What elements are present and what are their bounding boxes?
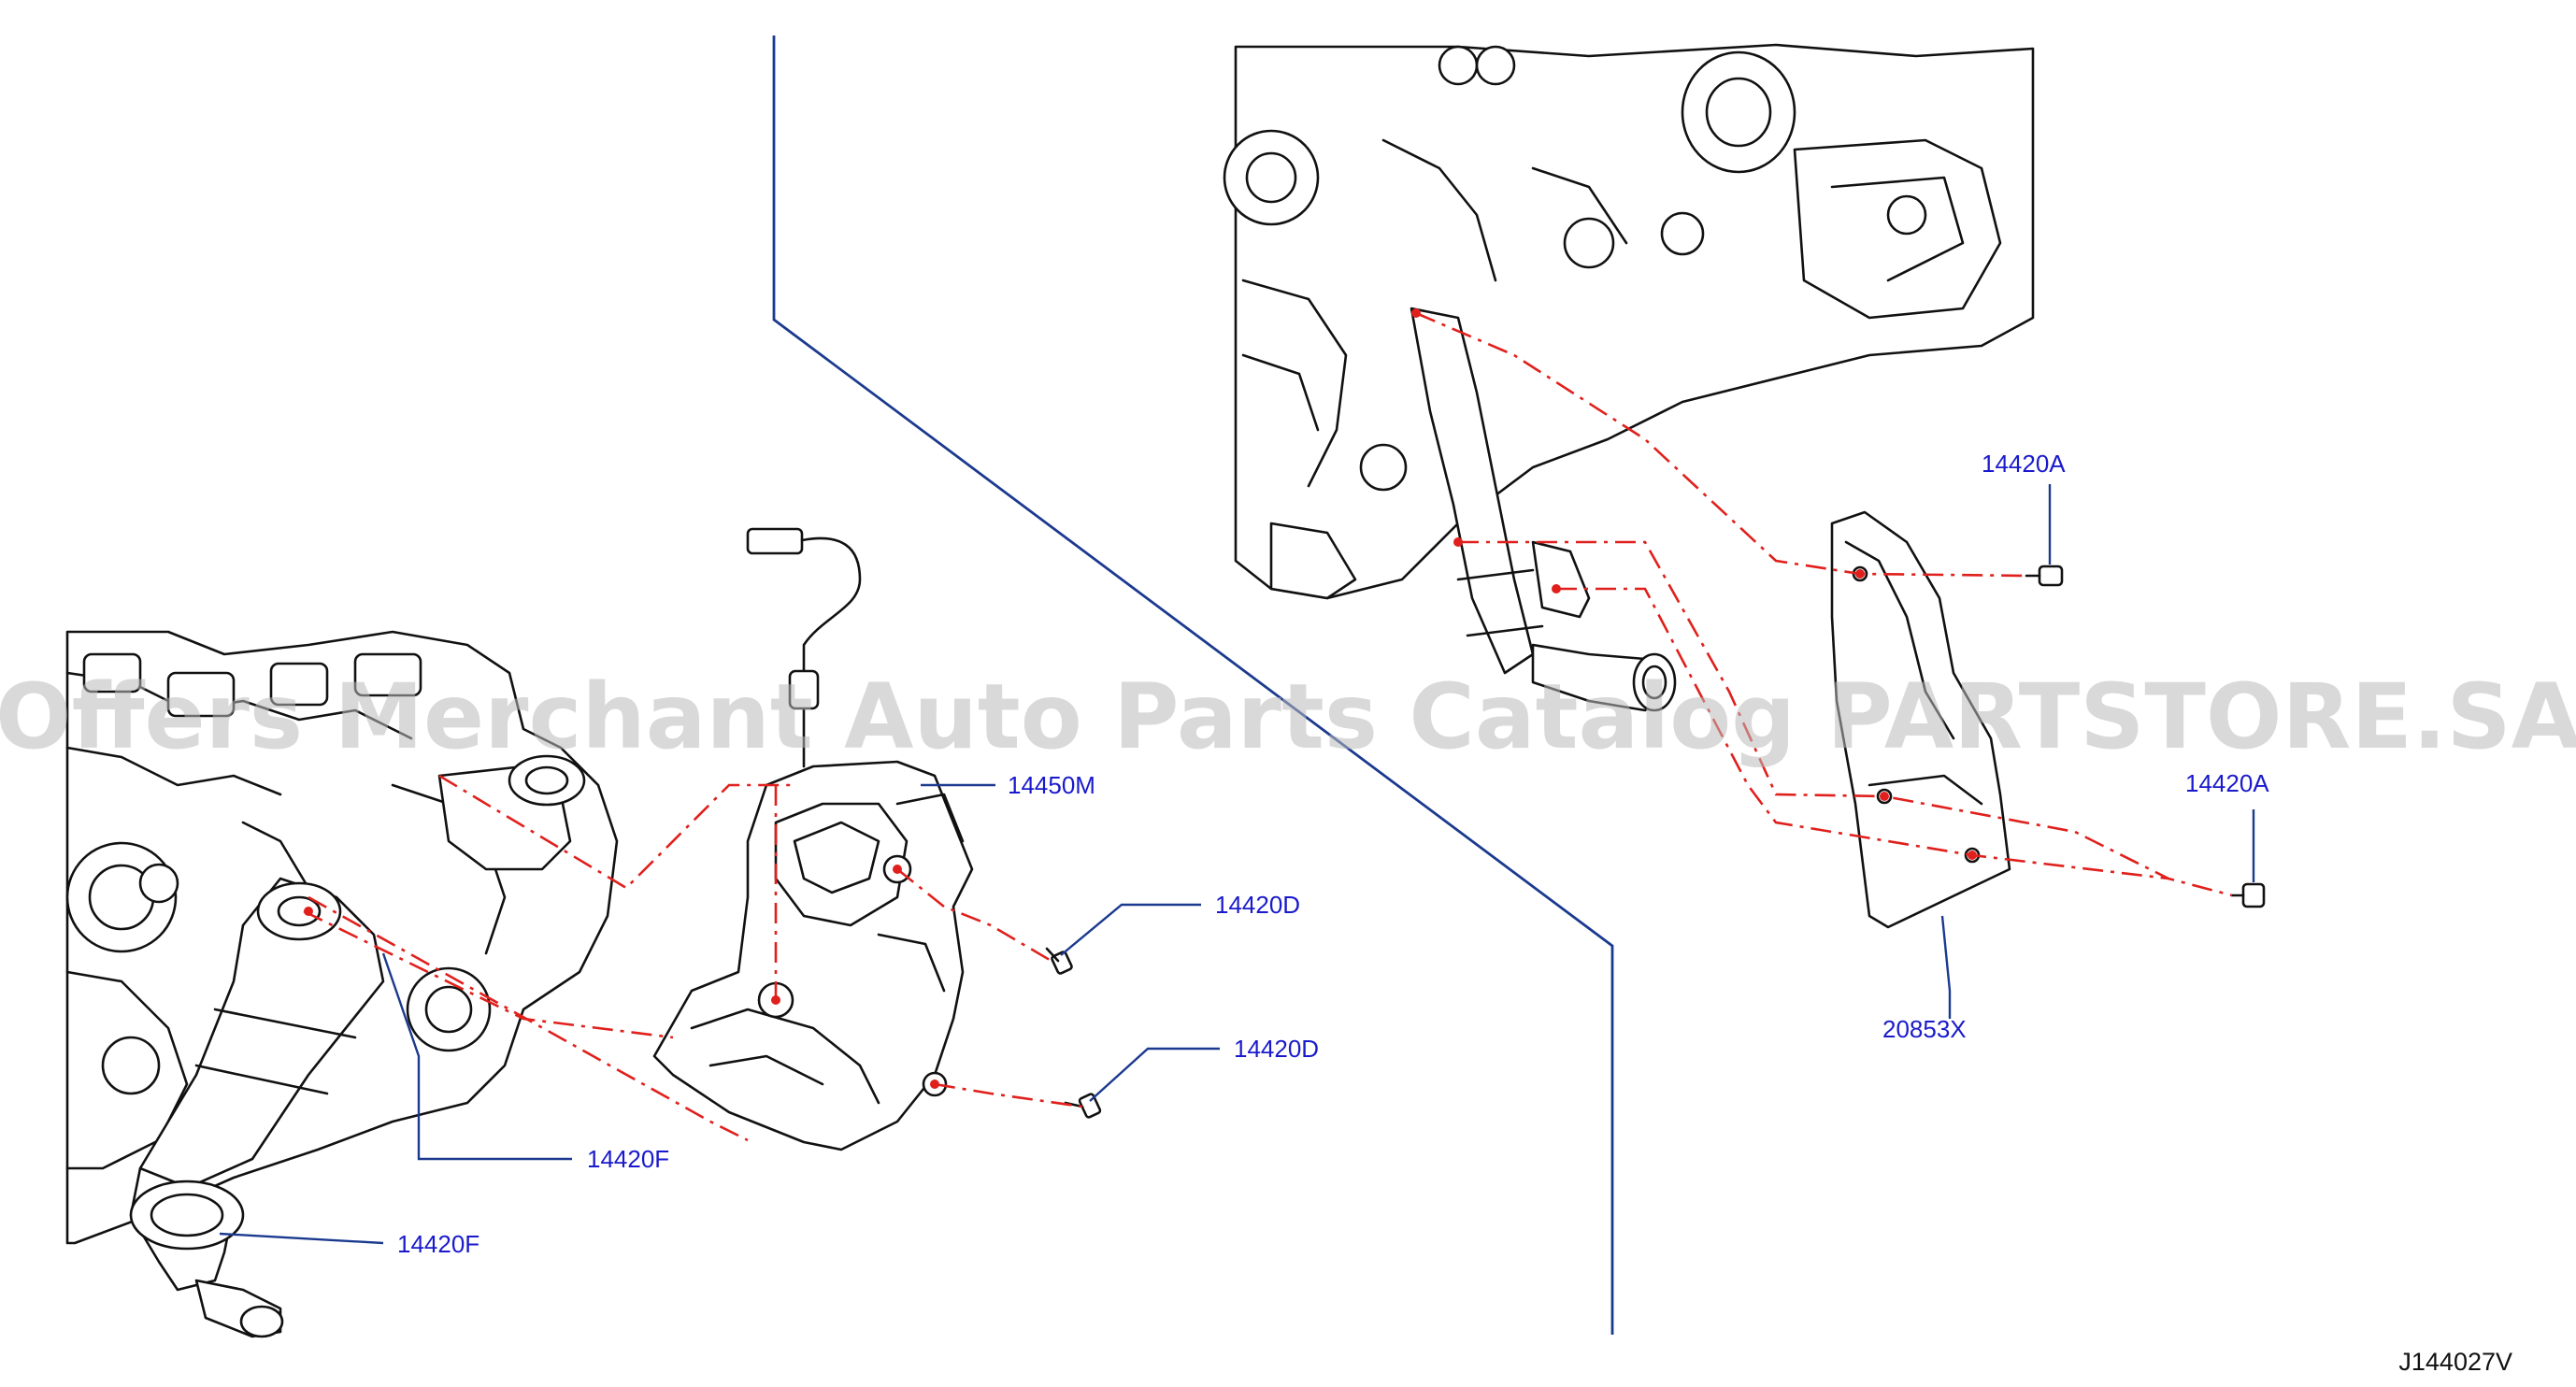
part-label-20853X[interactable]: 20853X — [1882, 1015, 1967, 1043]
assembly-lines — [303, 308, 2233, 1142]
left-engine-block-drawing — [65, 630, 619, 1338]
heat-shield-14450M-drawing — [652, 760, 974, 1151]
part-label-14420A-upper[interactable]: 14420A — [1982, 450, 2066, 478]
diagram-code: J144027V — [2398, 1348, 2512, 1376]
view-divider-line — [772, 36, 1614, 1335]
right-engine-block-drawing — [1223, 43, 2035, 712]
part-label-14450M[interactable]: 14450M — [1008, 771, 1095, 799]
bolt-14420A-lower-icon — [2230, 882, 2266, 908]
watermark-text: Offers Merchant Auto Parts Catalog PARTS… — [0, 665, 2576, 769]
part-label-14420D-lower[interactable]: 14420D — [1234, 1035, 1319, 1063]
part-label-14420A-lower[interactable]: 14420A — [2185, 769, 2269, 797]
part-label-14420F-mid[interactable]: 14420F — [587, 1145, 669, 1173]
oxygen-sensor-drawing — [746, 527, 862, 768]
part-label-14420D-upper[interactable]: 14420D — [1215, 891, 1300, 919]
bolt-14420D-upper-icon — [1045, 947, 1073, 975]
bolt-14420A-upper-icon — [2025, 565, 2064, 587]
part-label-14420F-lower[interactable]: 14420F — [397, 1230, 479, 1258]
leader-lines — [219, 484, 2255, 1245]
